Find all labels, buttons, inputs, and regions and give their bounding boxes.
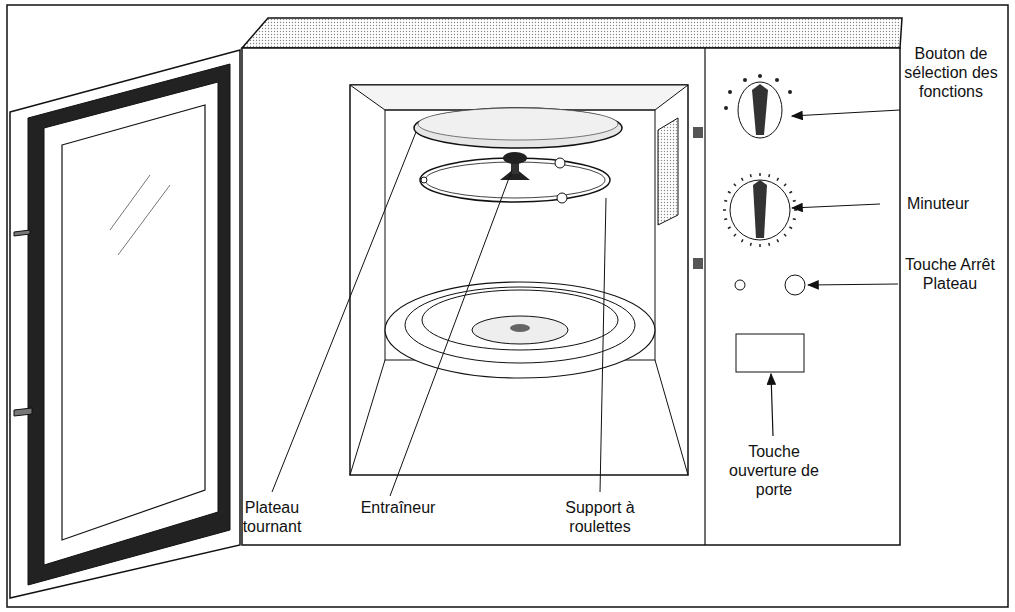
dial-tick [777, 178, 779, 181]
dial-tick [734, 234, 736, 236]
part-label: Entraîneur [343, 498, 453, 517]
dial-tick [793, 218, 796, 220]
dial-tick [759, 173, 761, 176]
dial-tick [724, 218, 727, 220]
dial-tick [734, 184, 736, 186]
dial-tick [789, 227, 792, 229]
dial-tick [742, 178, 744, 181]
dial-tick [784, 184, 786, 186]
dial-tick [724, 200, 727, 202]
dial-tick [777, 239, 779, 242]
part-label: Minuteur [883, 194, 993, 213]
dial-tick [759, 244, 761, 247]
dial-tick [789, 192, 792, 194]
dial-tick [793, 200, 796, 202]
part-label: Support à roulettes [545, 498, 655, 536]
part-label: Bouton de sélection des fonctions [892, 44, 1010, 102]
dial-tick [768, 243, 770, 246]
dial-tick [728, 227, 731, 229]
dial-tick [723, 209, 726, 211]
dial-tick [742, 239, 744, 242]
dial-tick [794, 209, 797, 211]
part-label: Touche ouverture de porte [724, 442, 824, 500]
part-label: Plateau tournant [222, 498, 322, 536]
dial-tick [768, 174, 770, 177]
dial-tick [728, 192, 731, 194]
part-label: Touche Arrêt Plateau [905, 255, 995, 293]
dial-tick [784, 234, 786, 236]
dial-tick [750, 243, 752, 246]
dial-tick [750, 174, 752, 177]
